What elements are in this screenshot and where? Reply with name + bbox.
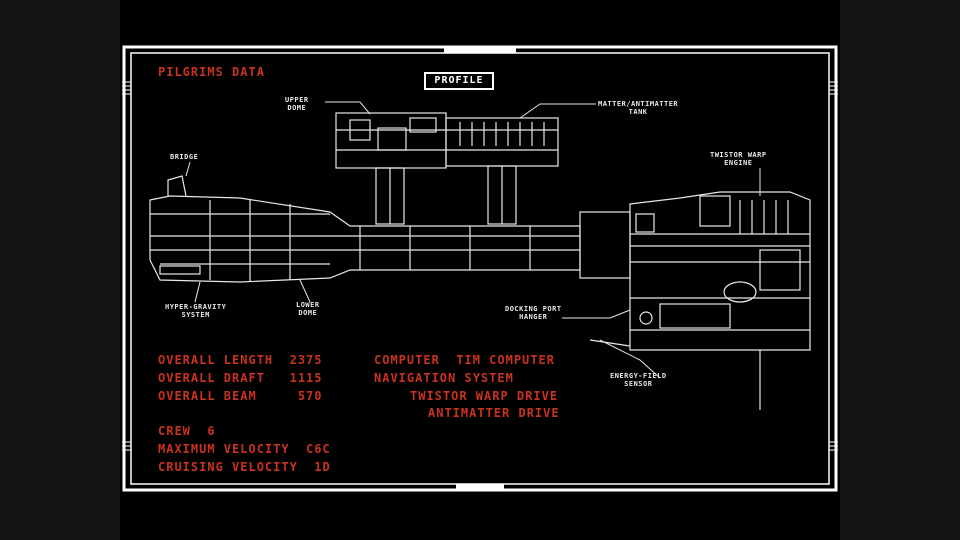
spec-antimatter-drive: ANTIMATTER DRIVE [428,406,560,420]
spec-length: OVERALL LENGTH 2375 [158,353,323,367]
letterbox-right [840,0,960,540]
spec-cruising-velocity: CRUISING VELOCITY 1D [158,460,331,474]
label-matter-tank: MATTER/ANTIMATTER TANK [598,100,679,116]
spec-navigation: NAVIGATION SYSTEM [374,371,514,385]
label-docking-port: DOCKING PORT HANGER [505,305,562,321]
label-lower-dome: LOWER DOME [296,301,320,317]
spec-max-velocity: MAXIMUM VELOCITY C6C [158,442,331,456]
screen-title: PILGRIMS DATA [158,65,265,79]
profile-tab[interactable]: PROFILE [424,72,494,90]
label-energy-field: ENERGY-FIELD SENSOR [610,372,667,388]
spec-computer: COMPUTER TIM COMPUTER [374,353,555,367]
spec-crew: CREW 6 [158,424,216,438]
label-twistor-engine: TWISTOR WARP ENGINE [710,151,767,167]
display-panel [122,44,838,492]
label-hyper-gravity: HYPER-GRAVITY SYSTEM [165,303,227,319]
spec-beam: OVERALL BEAM 570 [158,389,323,403]
label-upper-dome: UPPER DOME [285,96,309,112]
spec-twistor-drive: TWISTOR WARP DRIVE [410,389,559,403]
letterbox-left [0,0,120,540]
spec-draft: OVERALL DRAFT 1115 [158,371,323,385]
label-bridge: BRIDGE [170,153,199,161]
